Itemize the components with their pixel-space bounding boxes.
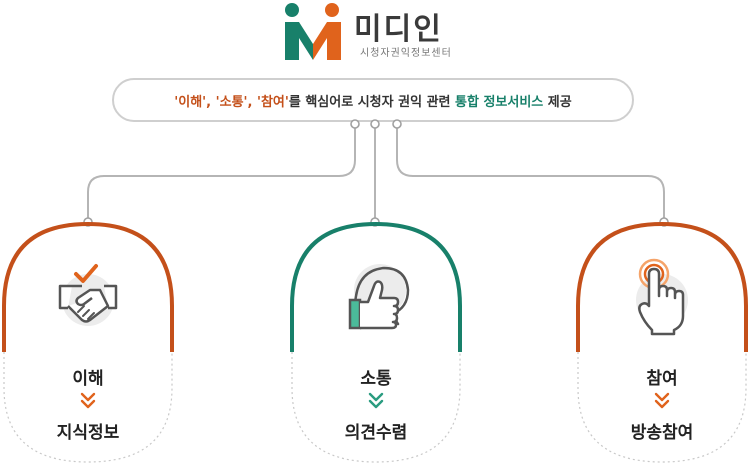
logo-subtitle: 시청자권익정보센터: [360, 48, 452, 59]
card-communication: 소통 의견수렴: [288, 218, 464, 464]
banner-text: 를 핵심어로 시청자 권익 관련: [288, 94, 456, 110]
card-title: 소통: [360, 369, 392, 389]
chevron-down-icon: [654, 392, 670, 409]
banner-text-end: 제공: [543, 94, 572, 110]
card-frame: [576, 221, 748, 463]
handshake-check-icon: [58, 264, 118, 326]
midiin-logo-mark: [285, 3, 341, 60]
card-frame: [2, 221, 174, 463]
logo-name: 미디인: [354, 12, 443, 47]
tap-finger-icon: [636, 258, 688, 336]
banner-highlight: 통합 정보서비스: [455, 94, 544, 110]
logo: 미디인 시청자권익정보센터: [282, 2, 482, 62]
card-detail: 방송참여: [630, 423, 694, 443]
card-frame: [290, 221, 462, 463]
banner-keywords: '이해', '소통', '참여': [174, 94, 289, 110]
card-detail: 지식정보: [56, 423, 120, 443]
card-participation: 참여 방송참여: [574, 218, 750, 464]
card-title: 이해: [72, 369, 104, 389]
card-title: 참여: [646, 369, 678, 389]
summary-banner: '이해', '소통', '참여' 를 핵심어로 시청자 권익 관련 통합 정보서…: [112, 78, 634, 122]
card-understanding: 이해 지식정보: [0, 218, 176, 464]
chevron-down-icon: [368, 392, 384, 409]
chevron-down-icon: [80, 392, 96, 409]
thumbs-up-speech-icon: [348, 264, 410, 330]
card-detail: 의견수렴: [344, 423, 408, 443]
